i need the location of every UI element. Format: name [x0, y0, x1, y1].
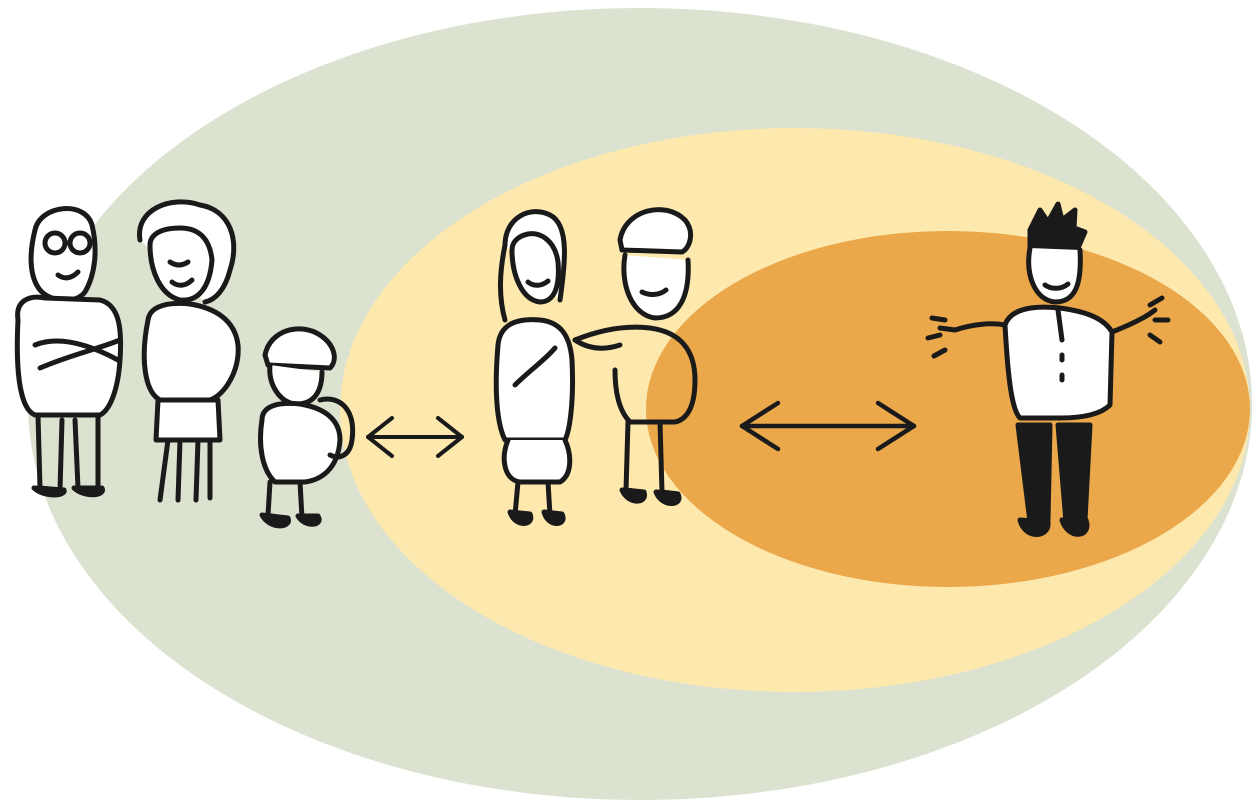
inner-ring [646, 231, 1250, 587]
